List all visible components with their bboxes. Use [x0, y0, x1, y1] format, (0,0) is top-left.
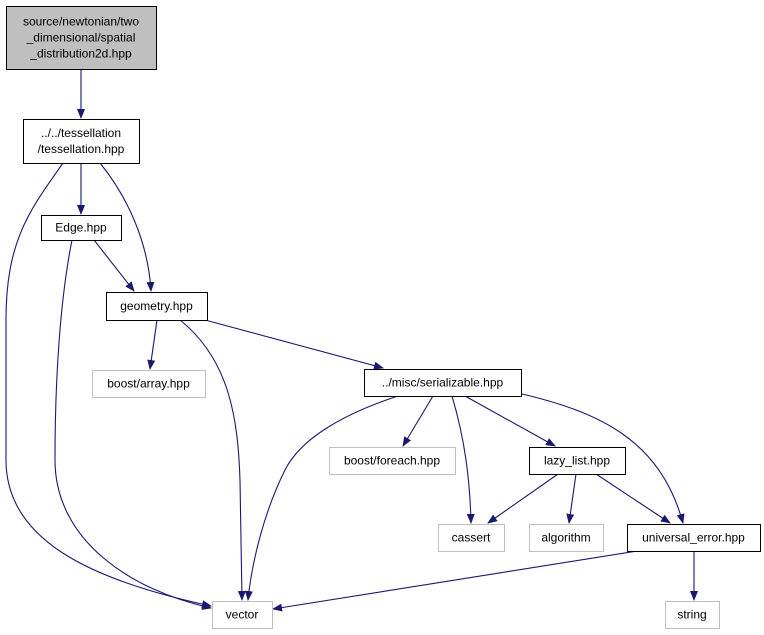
node-vector: vector — [212, 601, 273, 629]
node-label: boost/foreach.hpp — [344, 454, 440, 468]
edge-geom-to-vector — [179, 319, 246, 601]
node-label: /tessellation.hpp — [38, 142, 125, 156]
node-box — [212, 601, 273, 629]
edge-tess-to-vector — [5, 162, 212, 609]
node-edge[interactable]: Edge.hpp — [41, 215, 122, 241]
node-label: lazy_list.hpp — [544, 454, 610, 468]
node-box — [23, 119, 140, 164]
edges-layer — [5, 69, 698, 612]
node-label: _dimensional/spatial — [26, 31, 136, 45]
node-label: Edge.hpp — [55, 221, 107, 235]
node-label: _distribution2d.hpp — [29, 47, 132, 61]
node-label: boost/array.hpp — [107, 377, 190, 391]
node-label: source/newtonian/two — [23, 15, 139, 29]
node-geom[interactable]: geometry.hpp — [106, 292, 208, 321]
node-barray: boost/array.hpp — [92, 370, 206, 398]
edge-edge-to-vector — [54, 239, 212, 610]
node-label: cassert — [452, 531, 491, 545]
node-box — [665, 601, 720, 629]
node-label: ../../tessellation — [41, 126, 121, 140]
node-label: string — [677, 608, 706, 622]
edge-edge-to-geom — [93, 239, 135, 292]
node-box — [438, 524, 505, 552]
node-label: geometry.hpp — [120, 299, 193, 313]
edge-lazy-to-uerr — [595, 473, 671, 524]
node-label: universal_error.hpp — [642, 531, 745, 545]
edge-geom-to-serial — [204, 319, 384, 370]
edge-uerr-to-vector — [272, 550, 638, 612]
edge-serial-to-vector — [244, 395, 399, 601]
edge-lazy-to-algorithm — [566, 473, 577, 524]
node-box — [41, 215, 122, 241]
node-box — [106, 292, 208, 321]
edge-serial-to-uerr — [517, 392, 685, 524]
node-box — [6, 6, 157, 70]
node-uerr[interactable]: universal_error.hpp — [627, 524, 761, 552]
node-box — [329, 447, 456, 475]
node-root[interactable]: source/newtonian/two _dimensional/spatial… — [6, 6, 157, 70]
edge-geom-to-barray — [147, 319, 158, 370]
edge-serial-to-cassert — [451, 395, 475, 524]
edge-serial-to-bforeach — [402, 395, 434, 447]
edge-serial-to-lazy — [464, 395, 556, 447]
node-box — [529, 524, 604, 552]
node-serial[interactable]: ../misc/serializable.hpp — [364, 369, 522, 397]
node-cassert: cassert — [438, 524, 505, 552]
node-box — [364, 369, 522, 397]
node-box — [529, 447, 626, 475]
node-string: string — [665, 601, 720, 629]
node-algorithm: algorithm — [529, 524, 604, 552]
node-tess[interactable]: ../../tessellation/tessellation.hpp — [23, 119, 140, 164]
node-box — [627, 524, 761, 552]
nodes-layer: source/newtonian/two _dimensional/spatial… — [6, 6, 761, 629]
edge-tess-to-geom — [99, 162, 155, 292]
node-label: ../misc/serializable.hpp — [382, 376, 504, 390]
node-label: vector — [226, 608, 259, 622]
edge-lazy-to-cassert — [487, 473, 559, 524]
node-lazy[interactable]: lazy_list.hpp — [529, 447, 626, 475]
node-label: algorithm — [541, 531, 590, 545]
node-bforeach: boost/foreach.hpp — [329, 447, 456, 475]
node-box — [92, 370, 206, 398]
